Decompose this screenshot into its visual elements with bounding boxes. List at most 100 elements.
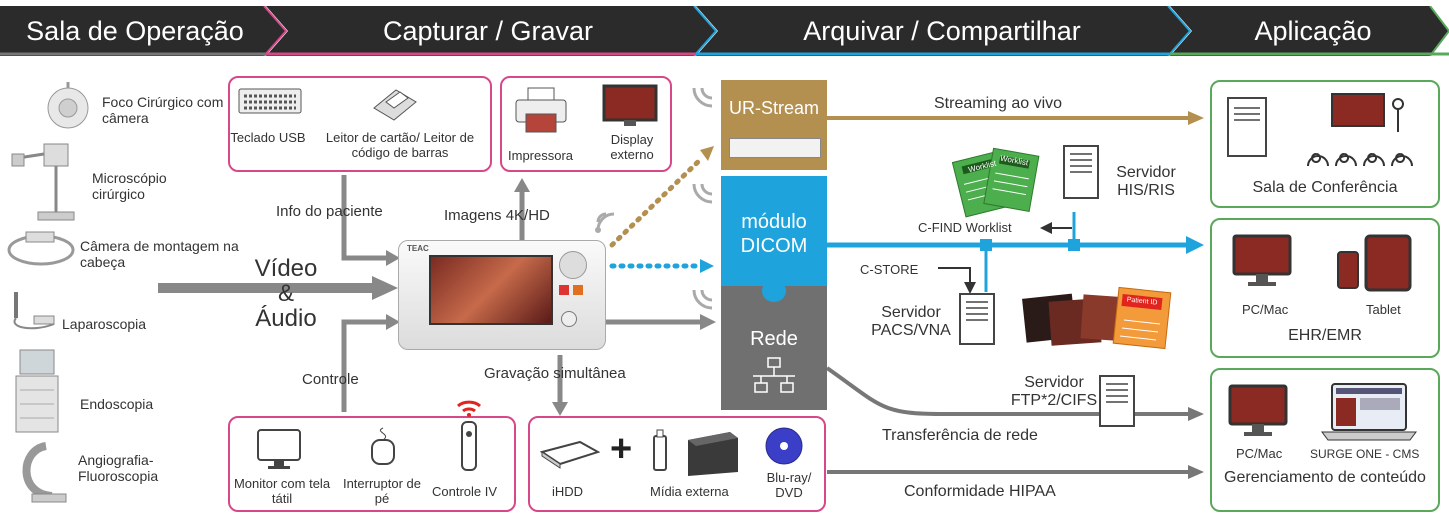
ihdd-label: iHDD	[552, 484, 584, 499]
header-bar	[0, 6, 1449, 56]
pc-mac-icon-1	[1232, 234, 1292, 286]
laparoscope-icon	[13, 292, 55, 330]
input-devices-box: Teclado USB Leitor de cartão/ Leitor de …	[228, 76, 492, 172]
ampersand-label: &	[277, 280, 294, 307]
wireless-icon-rede	[692, 289, 713, 310]
hipaa-label: Conformidade HIPAA	[904, 483, 1056, 500]
bluray-disc-icon	[765, 427, 803, 465]
pc-mac-label-2: PC/Mac	[1236, 446, 1283, 461]
his-server-icon	[1063, 145, 1099, 199]
surgical-light-icon	[47, 82, 89, 129]
ehr-emr-box: PC/Mac Tablet EHR/EMR	[1210, 218, 1440, 358]
audio-label: Áudio	[255, 305, 317, 332]
monitor-label: Monitor com tela tátil	[233, 476, 331, 506]
device-screen	[429, 255, 553, 325]
source-microscope: Microscópio cirúrgico	[92, 170, 167, 202]
bluray-label: Blu-ray/ DVD	[766, 470, 812, 500]
conference-server-icon	[1227, 97, 1267, 157]
display-label: Display externo	[610, 132, 654, 162]
worklist-documents	[952, 147, 1040, 218]
dicom-label: módulo DICOM	[740, 211, 808, 257]
output-devices-box: Impressora Display externo	[500, 76, 672, 172]
audience-presentation-icon	[1307, 93, 1413, 167]
endoscopy-tower-icon	[15, 349, 59, 433]
patient-info-label: Info do paciente	[276, 203, 383, 220]
storage-devices-box: iHDD + Mídia externa Blu-ray/ DVD	[528, 416, 826, 512]
card-reader-icon	[373, 89, 417, 121]
stage-operating-room: Sala de Operação	[26, 15, 244, 46]
foot-switch-label: Interruptor de pé	[342, 476, 422, 506]
keyboard-label: Teclado USB	[230, 130, 306, 145]
dicom-module: módulo DICOM	[721, 176, 827, 286]
source-surgical-light: Foco Cirúrgico com câmera	[102, 94, 224, 126]
video-label: Vídeo	[254, 255, 318, 282]
network-icon	[753, 357, 795, 393]
head-camera-icon	[7, 231, 75, 266]
external-media-label: Mídia externa	[650, 484, 729, 499]
source-laparoscopy: Laparoscopia	[62, 316, 147, 332]
video-audio-label: Vídeo & Áudio	[236, 256, 336, 331]
ehr-emr-label: EHR/EMR	[1288, 327, 1362, 344]
foot-switch-icon	[371, 427, 395, 465]
wireless-icon-dicom	[692, 183, 713, 204]
laptop-cms-icon	[1321, 383, 1417, 441]
stage-application: Aplicação	[1254, 15, 1372, 46]
rede-label: Rede	[750, 328, 798, 350]
microscope-icon	[11, 143, 75, 221]
conference-room-box: Sala de Conferência	[1210, 80, 1440, 208]
ihdd-icon	[540, 440, 600, 469]
ftp-server-label: Servidor FTP*2/CIFS	[1010, 374, 1098, 409]
wireless-icon	[595, 212, 615, 233]
ur-stream-module: UR-Stream	[721, 80, 827, 170]
recorder-device: TEAC	[398, 240, 606, 350]
printer-label: Impressora	[508, 148, 574, 163]
tablet-label: Tablet	[1366, 302, 1401, 317]
content-management-label: Gerenciamento de conteúdo	[1224, 469, 1426, 486]
device-knob	[559, 251, 587, 279]
ur-stream-label: UR-Stream	[728, 98, 819, 118]
ur-stream-device	[729, 138, 821, 158]
images-label: Imagens 4K/HD	[444, 207, 550, 224]
video-arrow-head	[372, 276, 398, 300]
stage-capture-record: Capturar / Gravar	[382, 15, 594, 46]
source-head-camera: Câmera de montagem na cabeça	[80, 238, 239, 270]
device-brand: TEAC	[407, 244, 429, 253]
pacs-server-label: Servidor PACS/VNA	[871, 304, 951, 339]
angiography-icon	[22, 442, 67, 503]
simultaneous-recording-label: Gravação simultânea	[484, 365, 626, 382]
tablet-phone-icon	[1337, 234, 1412, 292]
control-label: Controle	[302, 371, 359, 388]
reader-label: Leitor de cartão/ Leitor de código de ba…	[325, 130, 475, 160]
plus-sign: +	[610, 428, 633, 470]
printer-icon	[515, 87, 567, 133]
streaming-label: Streaming ao vivo	[934, 95, 1063, 112]
network-transfer-label: Transferência de rede	[882, 427, 1038, 444]
cfind-label: C-FIND Worklist	[918, 220, 1012, 235]
keyboard-icon	[238, 88, 302, 114]
source-angiography: Angiografia-Fluoroscopia	[78, 452, 159, 484]
ir-remote-icon	[456, 400, 482, 471]
content-management-box: PC/Mac SURGE ONE - CMS Gerenciamento de …	[1210, 368, 1440, 512]
pc-mac-label-1: PC/Mac	[1242, 302, 1289, 317]
external-display-icon	[602, 84, 658, 126]
puzzle-connector	[762, 280, 786, 302]
stage-archive-share: Arquivar / Compartilhar	[803, 15, 1081, 46]
source-endoscopy: Endoscopia	[80, 396, 154, 412]
rede-module: Rede	[721, 286, 827, 410]
conference-room-label: Sala de Conferência	[1252, 179, 1398, 196]
stop-button	[573, 285, 583, 295]
touch-monitor-icon	[257, 429, 301, 469]
ftp-server-icon	[1099, 375, 1135, 427]
ir-remote-label: Controle IV	[432, 484, 498, 499]
wireless-icon-urstream	[692, 87, 713, 108]
pacs-server-icon	[959, 293, 995, 345]
power-button	[561, 311, 577, 327]
external-media-icon	[653, 429, 738, 476]
pc-mac-icon-2	[1228, 384, 1288, 436]
his-server-label: Servidor HIS/RIS	[1116, 164, 1176, 199]
cstore-label: C-STORE	[860, 262, 919, 277]
record-button	[559, 285, 569, 295]
medical-images-stack	[1022, 286, 1172, 350]
control-devices-box: Monitor com tela tátil Interruptor de pé…	[228, 400, 516, 512]
